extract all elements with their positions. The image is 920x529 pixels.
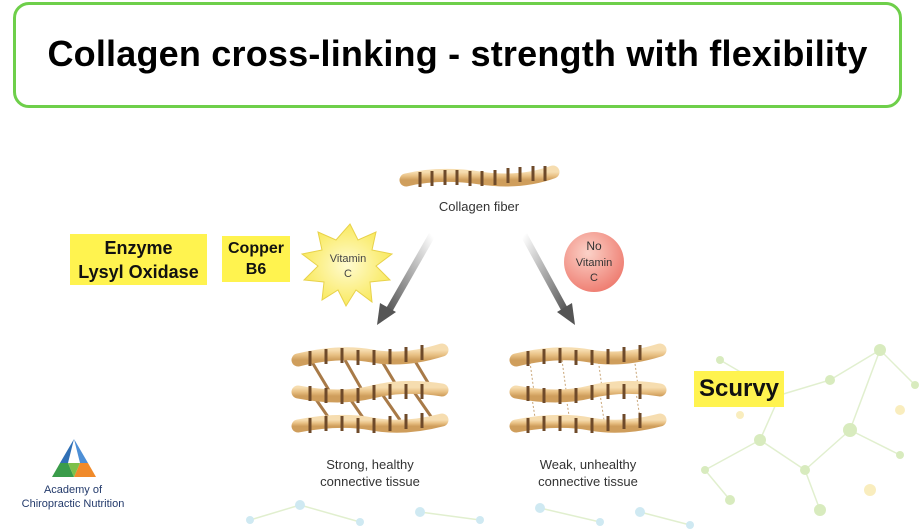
strong-label-line2: connective tissue — [320, 474, 420, 489]
arrow-left — [377, 233, 436, 325]
copper-line2: B6 — [245, 261, 267, 278]
weak-label-line2: connective tissue — [538, 474, 638, 489]
copper-line1: Copper — [228, 240, 284, 257]
no-vitamin-c-circle: No Vitamin C — [564, 232, 624, 292]
strong-label-line1: Strong, healthy — [326, 457, 414, 472]
logo-text-line2: Chiropractic Nutrition — [21, 498, 125, 510]
enzyme-line2: Lysyl Oxidase — [78, 262, 199, 282]
page-title: Collagen cross-linking - strength with f… — [47, 33, 868, 74]
collagen-fiber-top — [399, 165, 560, 187]
no-vitamin-line2: Vitamin — [576, 257, 612, 269]
academy-logo-icon — [52, 439, 96, 477]
collagen-fiber-label: Collagen fiber — [439, 199, 520, 214]
copper-highlight: Copper B6 — [222, 236, 290, 282]
vitamin-c-line2: C — [344, 268, 352, 280]
logo-text-line1: Academy of — [43, 484, 103, 496]
molecule-background — [246, 344, 919, 529]
title-box: Collagen cross-linking - strength with f… — [13, 2, 902, 108]
vitamin-c-line1: Vitamin — [330, 253, 366, 265]
strong-tissue — [291, 343, 449, 433]
vitamin-c-star: Vitamin C — [300, 223, 394, 308]
arrow-right — [520, 233, 575, 325]
no-vitamin-line1: No — [586, 239, 602, 253]
weak-tissue — [509, 343, 667, 433]
no-vitamin-line3: C — [590, 272, 598, 284]
scurvy-highlight: Scurvy — [694, 371, 784, 407]
enzyme-line1: Enzyme — [104, 238, 173, 258]
enzyme-highlight: Enzyme Lysyl Oxidase — [70, 234, 207, 285]
academy-logo: Academy of Chiropractic Nutrition — [8, 437, 138, 517]
weak-label-line1: Weak, unhealthy — [540, 457, 637, 472]
